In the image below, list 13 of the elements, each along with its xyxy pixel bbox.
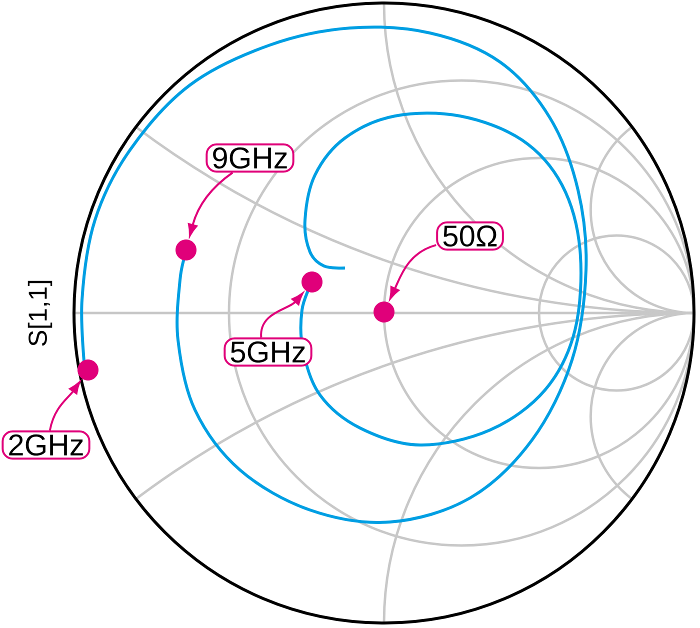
leader-line [188,172,234,236]
callout-label: 50Ω [436,221,504,251]
leader-line [48,381,80,431]
marker-dot [176,240,196,260]
axis-label: S[1,1] [28,280,52,346]
callout-label: 9GHz [206,143,294,173]
leader-line [389,244,436,300]
marker-dot [374,302,394,322]
marker-dot [302,272,322,292]
callout-label: 5GHz [224,337,312,367]
callout-label: 2GHz [2,430,90,460]
marker-dot [78,360,98,380]
leader-line [260,292,304,338]
